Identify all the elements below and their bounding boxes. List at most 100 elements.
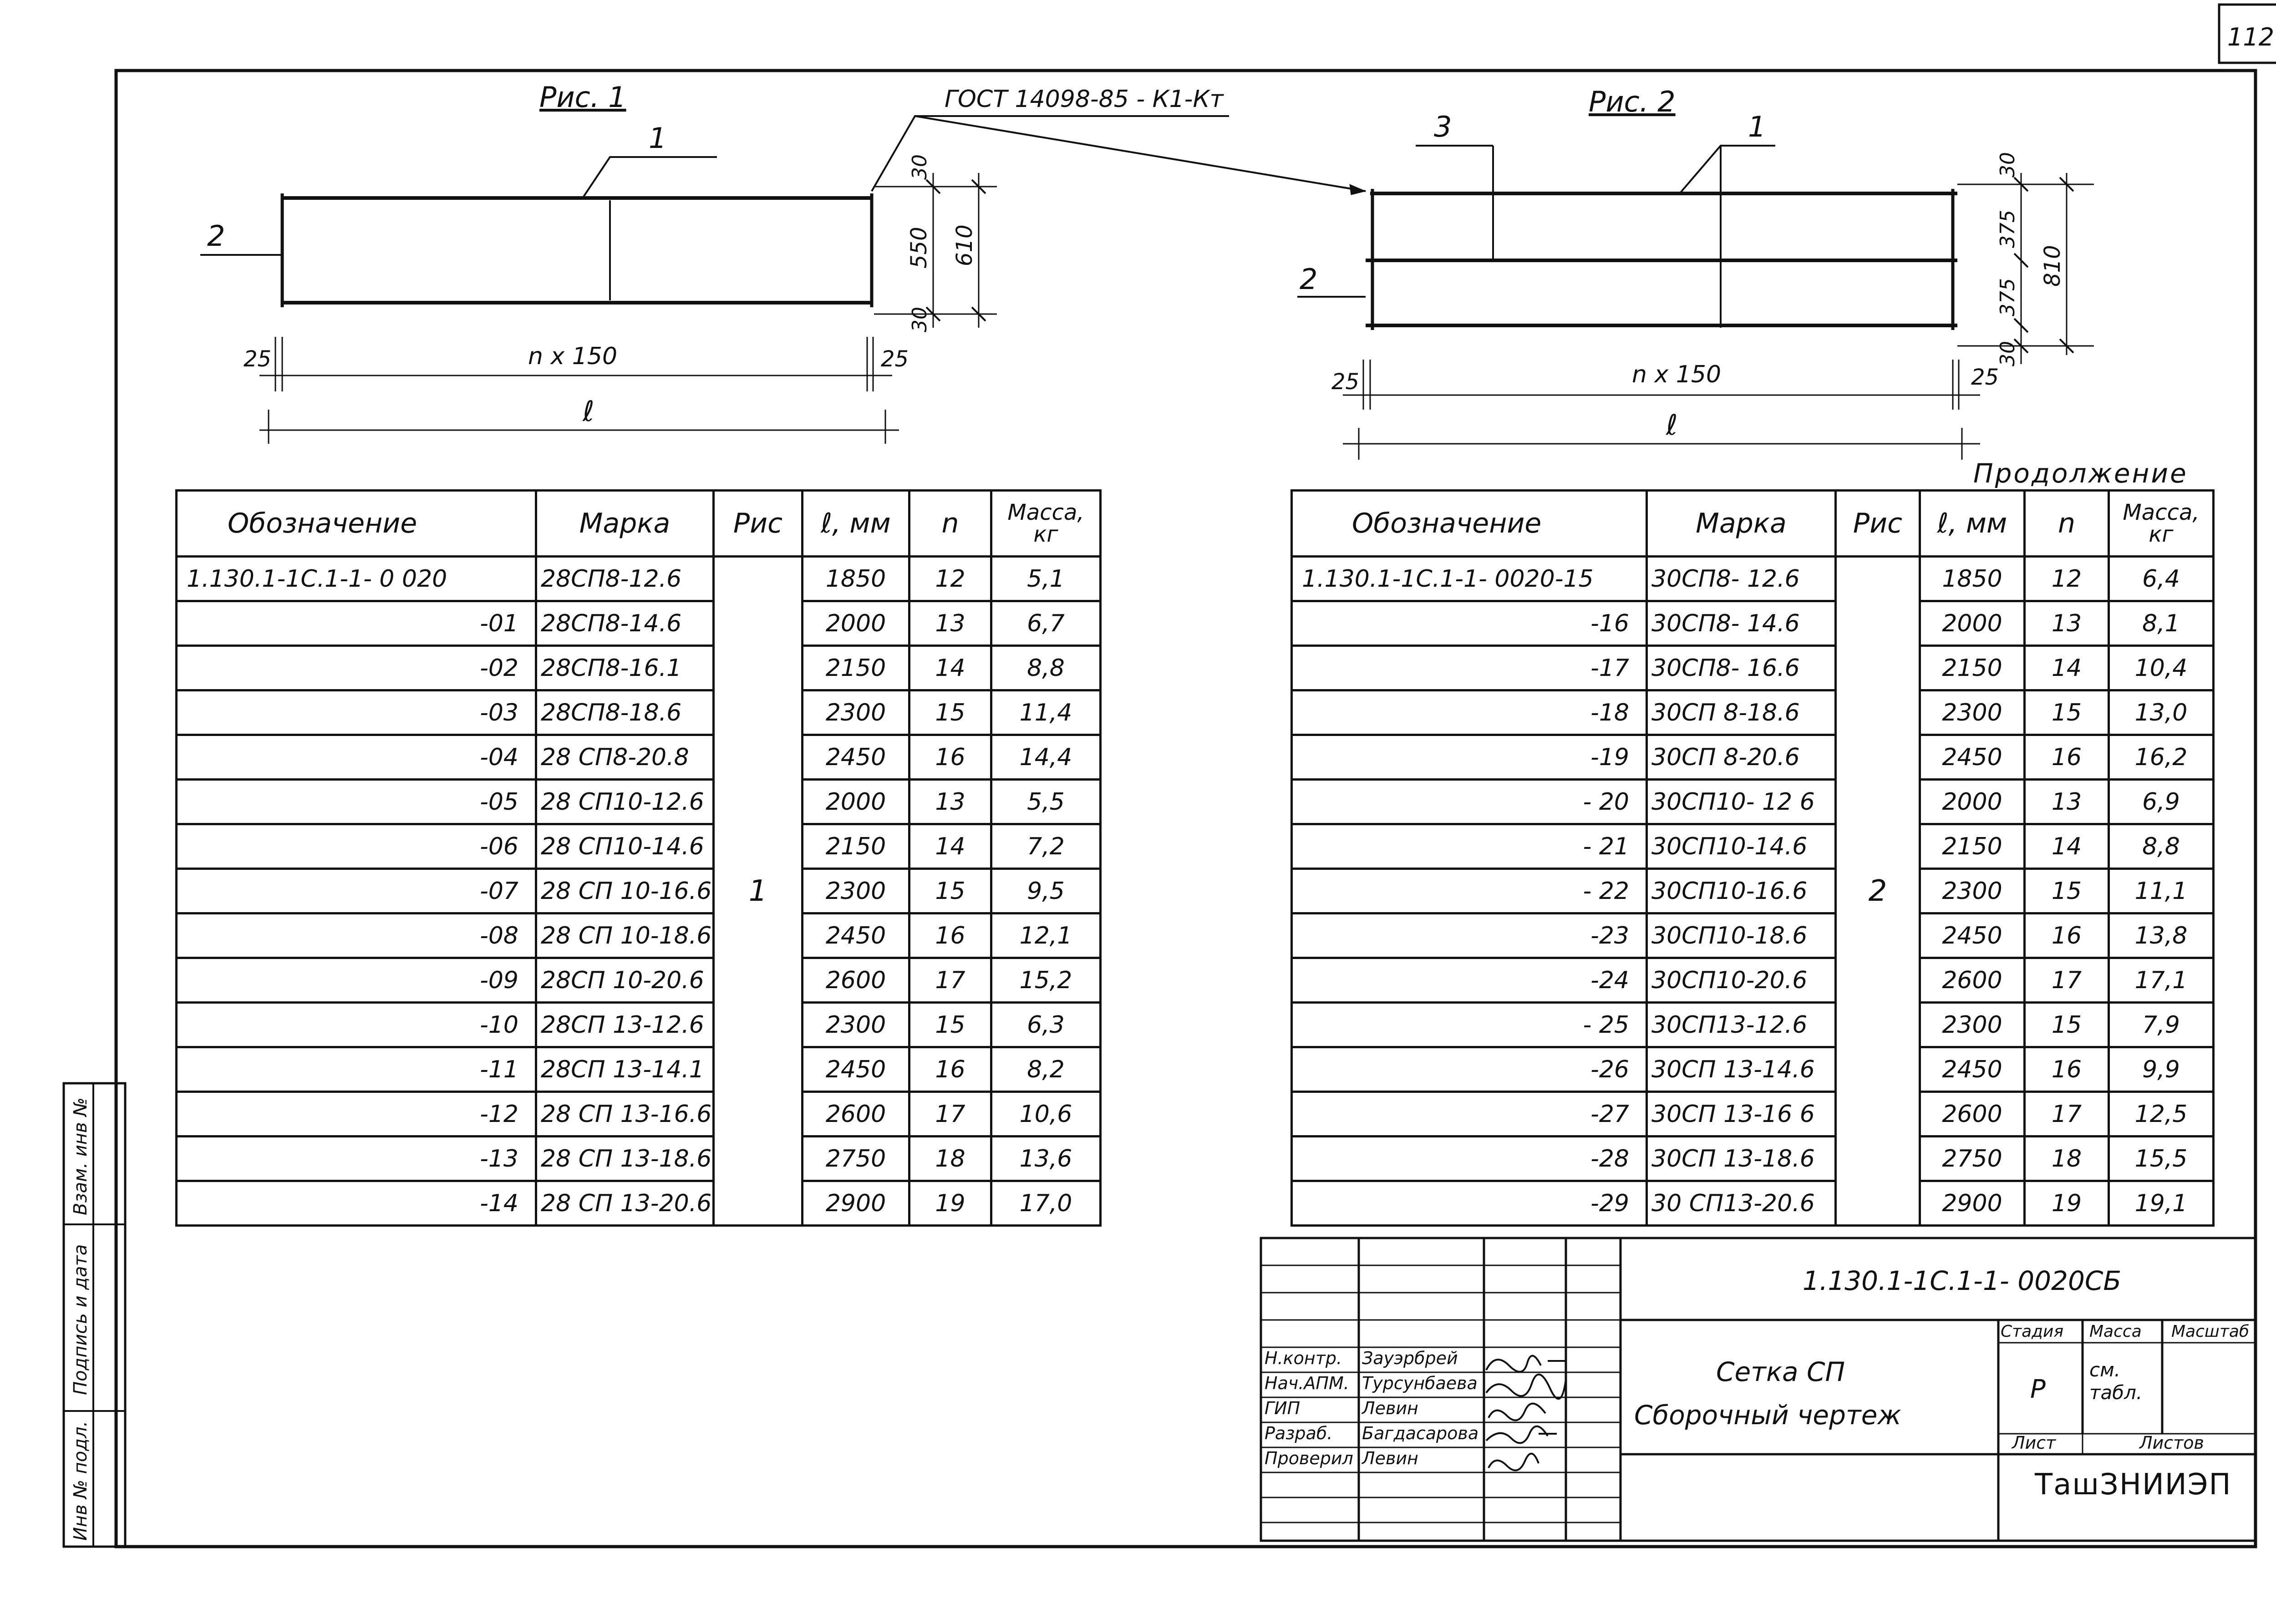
cell-oboz: -24 — [1290, 957, 1648, 1004]
cell-n: 17 — [908, 957, 992, 1004]
signature-name: Турсунбаева — [1362, 1373, 1478, 1393]
cell-marka: 28СП 13-14.1 — [535, 1046, 715, 1093]
fig2-dim-375-a: 375 — [1996, 210, 2019, 248]
fig1-dim-length: ℓ — [582, 395, 594, 428]
cell-marka: 28СП8-12.6 — [535, 555, 715, 602]
cell-mass: 12,5 — [2108, 1091, 2215, 1137]
cell-oboz: - 22 — [1290, 868, 1648, 914]
signature-role: Разраб. — [1265, 1423, 1333, 1443]
fig2-drawing — [1297, 145, 2094, 460]
fig2-title: Рис. 2 — [1589, 85, 1676, 118]
sheet-label: Лист — [2012, 1433, 2056, 1453]
cell-oboz: 1.130.1-1С.1-1- 0 020 — [175, 555, 537, 602]
cell-oboz: -17 — [1290, 645, 1648, 691]
cell-mass: 8,1 — [2108, 600, 2215, 647]
cell-marka: 30СП 8-20.6 — [1646, 734, 1837, 781]
cell-mass: 8,8 — [2108, 823, 2215, 870]
cell-length: 1850 — [1919, 555, 2026, 602]
cell-n: 19 — [2023, 1180, 2110, 1227]
cell-length: 2450 — [1919, 912, 2026, 959]
table-header-row: Обозначение Марка Рис ℓ, мм n Масса, кг — [1290, 489, 2215, 558]
cell-marka: 28СП8-18.6 — [535, 689, 715, 736]
cell-n: 17 — [908, 1091, 992, 1137]
cell-mass: 14,4 — [990, 734, 1102, 781]
margin-strip — [62, 1082, 127, 1548]
cell-oboz: -18 — [1290, 689, 1648, 736]
spec-table-2: Обозначение Марка Рис ℓ, мм n Масса, кг … — [1290, 489, 2215, 1227]
cell-n: 13 — [908, 778, 992, 825]
cell-marka: 28 СП10-12.6 — [535, 778, 715, 825]
cell-marka: 30СП8- 16.6 — [1646, 645, 1837, 691]
continuation-label: Продолжение — [1973, 458, 2188, 489]
cell-oboz: -11 — [175, 1046, 537, 1093]
cell-n: 14 — [908, 645, 992, 691]
cell-marka: 30СП 13-14.6 — [1646, 1046, 1837, 1093]
cell-length: 2000 — [1919, 600, 2026, 647]
fig1-dim-25-right: 25 — [881, 346, 909, 372]
cell-n: 12 — [908, 555, 992, 602]
header-len: ℓ, мм — [801, 489, 910, 558]
cell-mass: 12,1 — [990, 912, 1102, 959]
signatures — [1485, 1355, 1567, 1472]
cell-n: 14 — [2023, 823, 2110, 870]
signature-role: Проверил — [1265, 1448, 1353, 1468]
cell-length: 2300 — [801, 1001, 910, 1048]
fig2-dim-30-top: 30 — [1996, 152, 2019, 178]
cell-oboz: -02 — [175, 645, 537, 691]
cell-marka: 28 СП 10-16.6 — [535, 868, 715, 914]
cell-oboz: 1.130.1-1С.1-1- 0020-15 — [1290, 555, 1648, 602]
cell-mass: 8,2 — [990, 1046, 1102, 1093]
signature-name: Левин — [1362, 1398, 1418, 1418]
cell-mass: 19,1 — [2108, 1180, 2215, 1227]
cell-oboz: -27 — [1290, 1091, 1648, 1137]
drawing-name-line1: Сетка СП — [1716, 1356, 1845, 1387]
cell-n: 16 — [2023, 1046, 2110, 1093]
cell-oboz: -03 — [175, 689, 537, 736]
sheet-number-box — [2218, 3, 2276, 64]
cell-mass: 9,5 — [990, 868, 1102, 914]
signature-role: ГИП — [1265, 1398, 1301, 1418]
cell-oboz: - 25 — [1290, 1001, 1648, 1048]
table-header-row: Обозначение Марка Рис ℓ, мм n Масса, кг — [175, 489, 1102, 558]
cell-oboz: -01 — [175, 600, 537, 647]
cell-length: 2600 — [1919, 1091, 2026, 1137]
cell-length: 2300 — [1919, 1001, 2026, 1048]
cell-oboz: -04 — [175, 734, 537, 781]
sheets-label: Листов — [2139, 1433, 2204, 1453]
title-block-grid — [1260, 1237, 2257, 1542]
cell-mass: 11,4 — [990, 689, 1102, 736]
cell-marka: 28 СП10-14.6 — [535, 823, 715, 870]
cell-oboz: -08 — [175, 912, 537, 959]
cell-oboz: - 21 — [1290, 823, 1648, 870]
signature-name: Левин — [1362, 1448, 1418, 1468]
cell-marka: 28 СП 13-20.6 — [535, 1180, 715, 1227]
cell-marka: 30 СП13-20.6 — [1646, 1180, 1837, 1227]
cell-n: 13 — [2023, 600, 2110, 647]
fig1-dim-25-left: 25 — [244, 346, 271, 372]
cell-length: 2450 — [801, 1046, 910, 1093]
cell-length: 2600 — [801, 957, 910, 1004]
cell-mass: 6,7 — [990, 600, 1102, 647]
cell-mass: 11,1 — [2108, 868, 2215, 914]
cell-n: 15 — [908, 1001, 992, 1048]
cell-marka: 28СП8-16.1 — [535, 645, 715, 691]
cell-n: 15 — [2023, 689, 2110, 736]
header-mass: Масса, кг — [2108, 489, 2215, 558]
header-n: n — [908, 489, 992, 558]
cell-oboz: -10 — [175, 1001, 537, 1048]
stage-label: Стадия — [2001, 1322, 2064, 1341]
cell-marka: 28 СП 13-16.6 — [535, 1091, 715, 1137]
cell-oboz: - 20 — [1290, 778, 1648, 825]
cell-marka: 28СП8-14.6 — [535, 600, 715, 647]
cell-marka: 30СП10-16.6 — [1646, 868, 1837, 914]
drawing-name-line2: Сборочный чертеж — [1634, 1400, 1901, 1431]
cell-n: 16 — [908, 1046, 992, 1093]
header-oboz: Обозначение — [1290, 489, 1648, 558]
